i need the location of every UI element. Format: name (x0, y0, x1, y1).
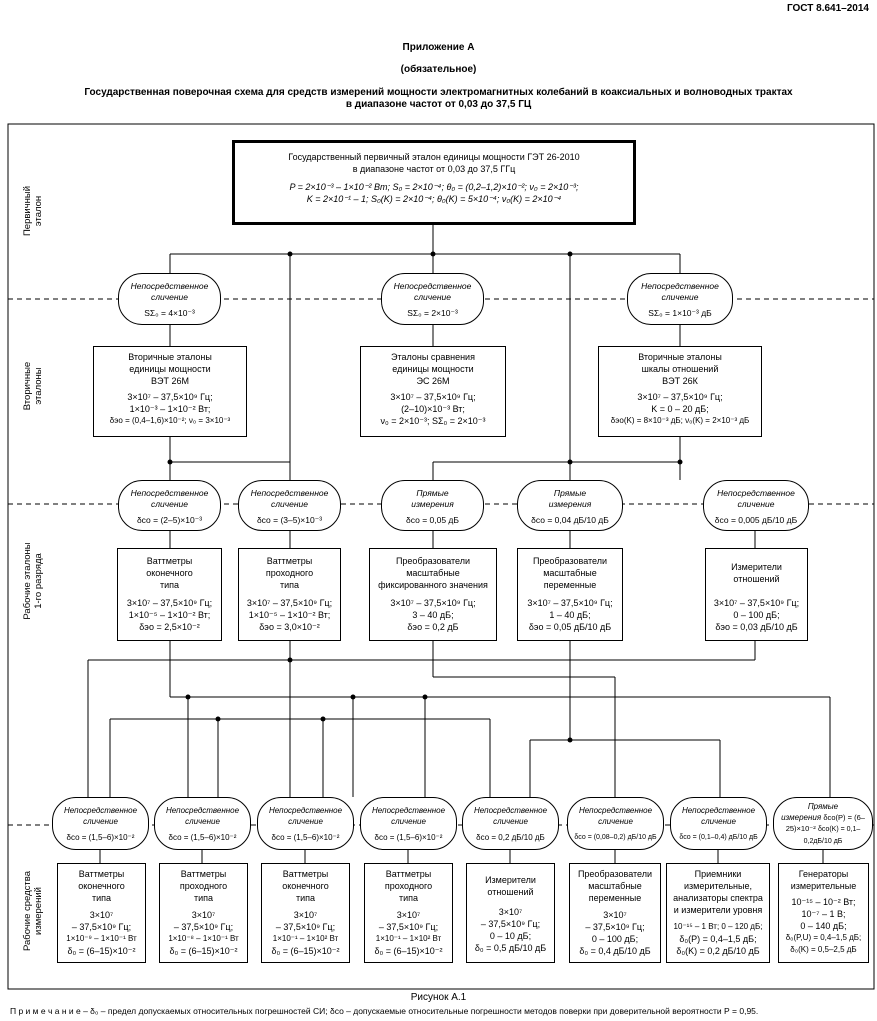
appendix-heading: Приложение А (402, 42, 475, 53)
appendix-status: (обязательное) (400, 64, 477, 75)
figure-caption: Рисунок А.1 (410, 992, 467, 1003)
doc-id: ГОСТ 8.641–2014 (786, 3, 869, 14)
diagram-title-line1: Государственная поверочная схема для сре… (84, 87, 793, 98)
primary-standard-box: Государственный первичный эталон единицы… (232, 140, 636, 225)
figure-note: П р и м е ч а н и е – δ₀ – предел допуск… (10, 1006, 759, 1016)
diagram-title-line2: в диапазоне частот от 0,03 до 37,5 ГЦ (345, 99, 532, 110)
